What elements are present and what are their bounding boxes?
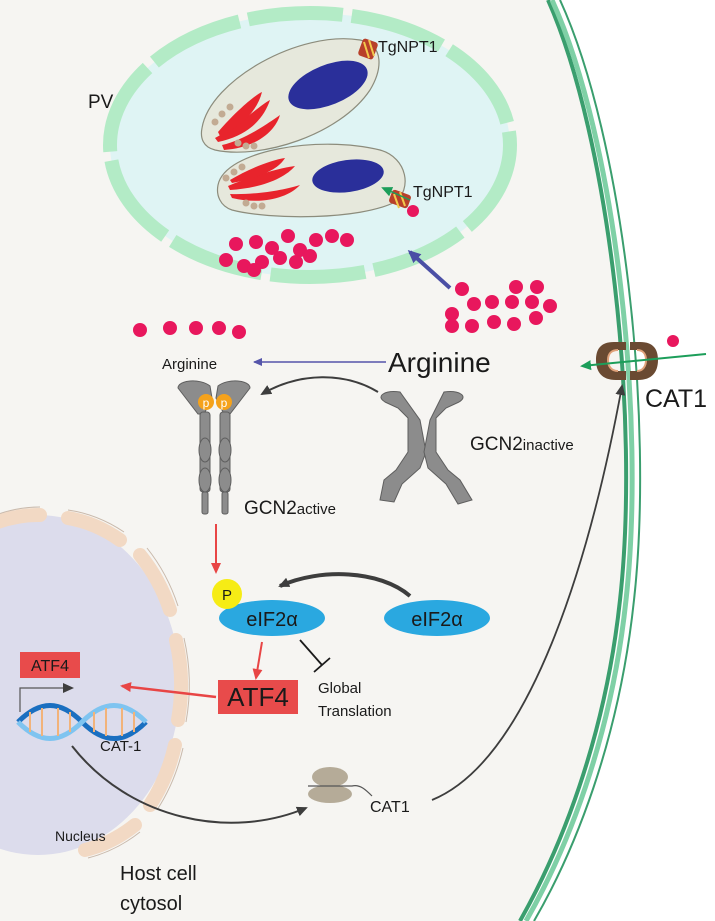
eif2a-free (384, 600, 490, 636)
phospho-site-left (198, 394, 214, 410)
host-cytosol-label-1: Host cell (120, 863, 197, 885)
phospho-label-right: p (221, 396, 228, 410)
eif2a-phospho-label: eIF2α (246, 609, 298, 631)
gcn2-active-label: GCN2active (244, 498, 336, 519)
arginine-large-label: Arginine (388, 347, 491, 378)
atf4-nucleus-label: ATF4 (31, 658, 69, 675)
tgnpt1-label-upper: TgNPT1 (378, 39, 438, 56)
gcn2-active (177, 380, 251, 515)
arginine-molecule-outside (667, 335, 679, 347)
phospho-site-right (216, 394, 232, 410)
promoter-arrow (19, 683, 74, 712)
cat1-import-arrow (580, 353, 707, 371)
cat1-transporter-label: CAT1 (645, 385, 707, 413)
arginine-small-label: Arginine (162, 356, 217, 373)
tgnpt1-transporter-lower (389, 189, 411, 209)
cat1-gene-label: CAT-1 (100, 738, 141, 755)
tgnpt1-import-arrow (381, 187, 411, 201)
eif2a-phosphorylation-arrow (278, 572, 412, 598)
eif2a-phospho (219, 600, 325, 636)
eif2a-free-label: eIF2α (411, 609, 463, 631)
host-cytosol-label-2: cytosol (120, 893, 182, 915)
mrna-export-arrow (71, 745, 308, 824)
gcn2-inactive-label: GCN2inactive (470, 434, 574, 455)
eif2a-phospho-site-label: P (222, 587, 232, 604)
eif2a-phospho-site (212, 579, 242, 609)
nucleus-label: Nucleus (55, 828, 106, 844)
atf4-cytosol (218, 680, 298, 714)
global-translation-inhibition (299, 639, 323, 666)
eif2a-to-atf4-arrow (252, 641, 263, 680)
phospho-label-left: p (203, 396, 210, 410)
tgnpt1-transporter-upper (358, 38, 378, 60)
parasite-upper (200, 38, 380, 153)
atf4-nuclear-import-arrow (120, 682, 217, 699)
inhibition-bar (313, 657, 331, 673)
host-nucleus (0, 506, 190, 859)
atf4-nucleus (20, 652, 80, 678)
host-plasma-membrane (518, 0, 629, 921)
arginine-molecule (407, 205, 419, 217)
arginine-pool-cytosol (445, 280, 557, 333)
tgnpt1-label-lower: TgNPT1 (413, 184, 473, 201)
gcn2-activation-arrow (260, 376, 379, 396)
global-translation-label-1: Global (318, 680, 361, 697)
arginine-pool-pv (219, 229, 354, 277)
cat1-trafficking-arrow (431, 384, 626, 801)
cat1-ribosome-label: CAT1 (370, 799, 410, 816)
ribosome (308, 767, 373, 803)
atf4-cytosol-label: ATF4 (227, 682, 289, 712)
arginine-pool-gcn2 (133, 321, 246, 339)
arginine-to-pv-arrow (407, 249, 452, 290)
global-translation-label-2: Translation (318, 703, 392, 720)
pv-label: PV (88, 92, 114, 113)
host-plasma-membrane-outer (533, 0, 642, 921)
gcn2-inactive (379, 391, 473, 505)
dna-helix (16, 703, 148, 741)
